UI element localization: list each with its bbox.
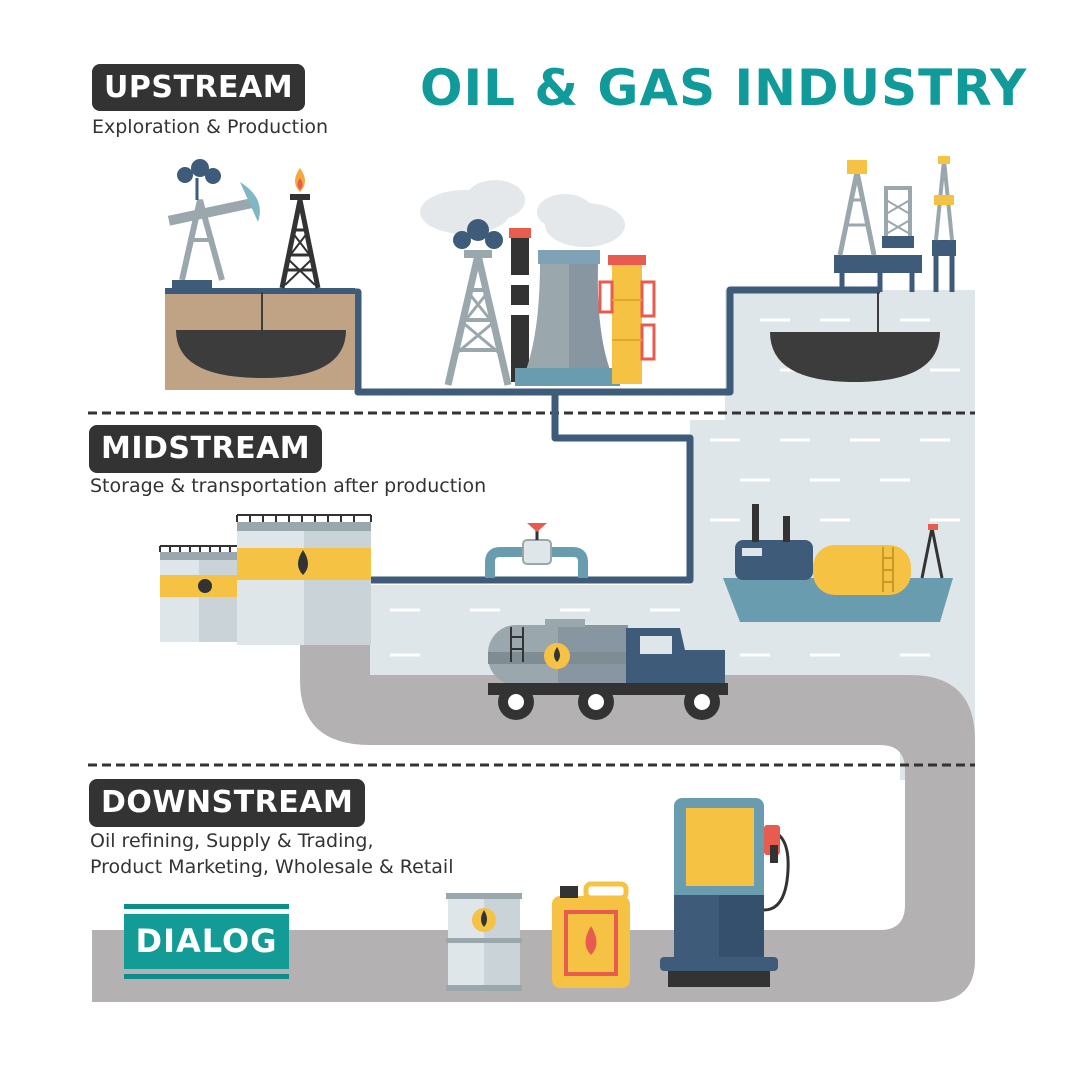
tanker-truck-icon (488, 619, 728, 720)
gusher-derrick-icon (444, 219, 512, 386)
midstream-subtitle: Storage & transportation after productio… (90, 475, 487, 497)
offshore-platform-icon (834, 156, 956, 292)
upstream-subtitle: Exploration & Production (92, 116, 329, 138)
cloud-icon (420, 180, 625, 247)
pipeline-valve-icon (485, 523, 588, 578)
offshore-reservoir-icon (770, 290, 940, 382)
page-title: OIL & GAS INDUSTRY (420, 59, 1028, 117)
logo-bottom-bar (124, 974, 289, 979)
logo-text: DIALOG (124, 914, 289, 969)
oil-reservoir-icon (165, 288, 355, 390)
downstream-subtitle-line2: Product Marketing, Wholesale & Retail (90, 856, 454, 878)
flare-derrick-icon (279, 168, 321, 289)
downstream-subtitle: Oil refining, Supply & Trading, Product … (90, 828, 453, 880)
tanker-ship-icon (723, 504, 953, 622)
cooling-tower-icon (515, 250, 620, 386)
pumpjack-icon (167, 159, 260, 288)
logo-top-bar (124, 904, 289, 909)
dialog-logo: DIALOG (124, 904, 289, 979)
downstream-subtitle-line1: Oil refining, Supply & Trading, (90, 830, 374, 852)
oil-barrel-icon (446, 893, 522, 991)
upstream-label: UPSTREAM (92, 64, 306, 111)
midstream-label: MIDSTREAM (89, 425, 323, 473)
refinery-stack-icon (509, 228, 531, 382)
jerrycan-icon (552, 881, 630, 988)
fuel-pump-icon (660, 798, 790, 987)
distillation-column-icon (598, 255, 656, 384)
storage-tank-icon (159, 514, 372, 645)
road (92, 640, 975, 1002)
downstream-label: DOWNSTREAM (89, 779, 366, 827)
